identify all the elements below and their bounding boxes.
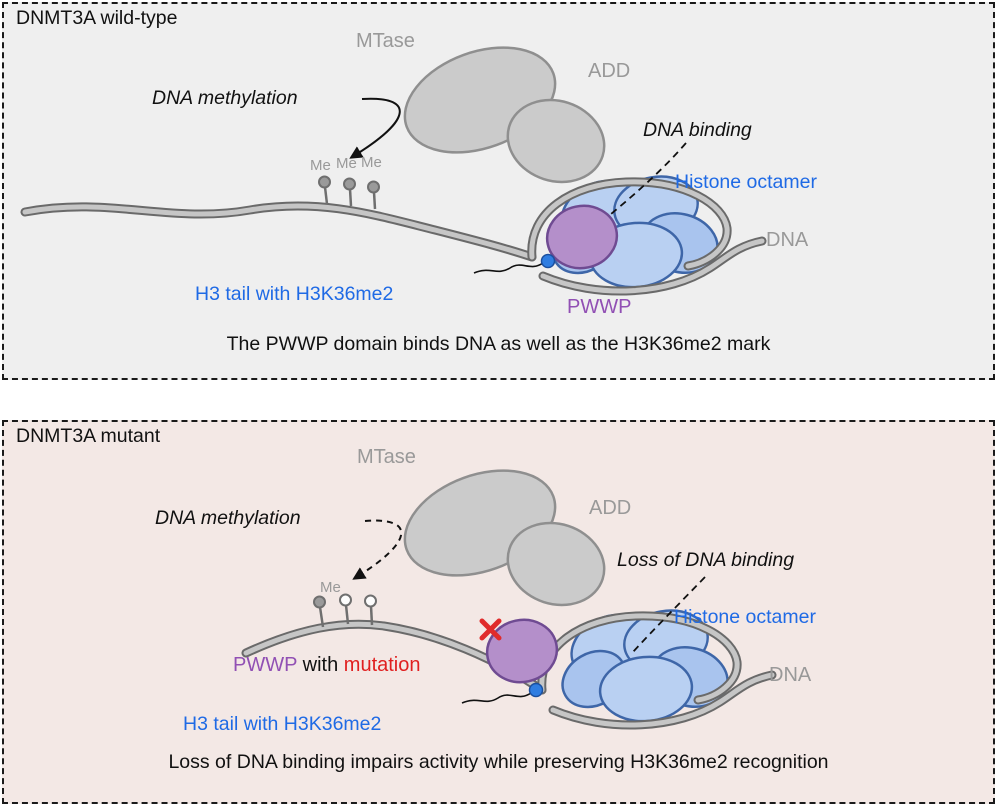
me-label: Me xyxy=(310,157,331,174)
dna-methylation-label: DNA methylation xyxy=(152,87,298,109)
dna-label: DNA xyxy=(769,664,812,686)
pwwp-label-part: PWWP xyxy=(233,654,298,676)
histone-octamer-label: Histone octamer xyxy=(674,606,816,628)
pwwp-label: PWWP xyxy=(567,296,632,318)
loss-dna-binding-label: Loss of DNA binding xyxy=(617,549,795,571)
h3-tail-label: H3 tail with H3K36me2 xyxy=(183,713,382,735)
wildtype-caption: The PWWP domain binds DNA as well as the… xyxy=(226,333,771,355)
mutant-caption: Loss of DNA binding impairs activity whi… xyxy=(168,751,829,773)
me-label: Me xyxy=(361,154,382,171)
dna-methylation-label: DNA methylation xyxy=(155,507,301,529)
mtase-label: MTase xyxy=(357,446,416,468)
with-label-part: with xyxy=(302,654,339,676)
h3-tail-label: H3 tail with H3K36me2 xyxy=(195,283,394,305)
histone-octamer-label: Histone octamer xyxy=(675,171,817,193)
add-label: ADD xyxy=(589,497,632,519)
me-label: Me xyxy=(320,579,341,596)
panel-wildtype xyxy=(2,2,995,380)
mutant-title: DNMT3A mutant xyxy=(16,425,161,447)
pwwp-mutation-label: PWWP with mutation xyxy=(233,654,421,676)
mtase-label: MTase xyxy=(356,30,415,52)
me-label: Me xyxy=(336,155,357,172)
panel-mutant xyxy=(2,420,995,804)
mutation-label-part: mutation xyxy=(343,654,421,676)
add-label: ADD xyxy=(588,60,631,82)
dna-label: DNA xyxy=(766,229,809,251)
dna-binding-label: DNA binding xyxy=(643,119,752,141)
wildtype-title: DNMT3A wild-type xyxy=(16,7,178,29)
